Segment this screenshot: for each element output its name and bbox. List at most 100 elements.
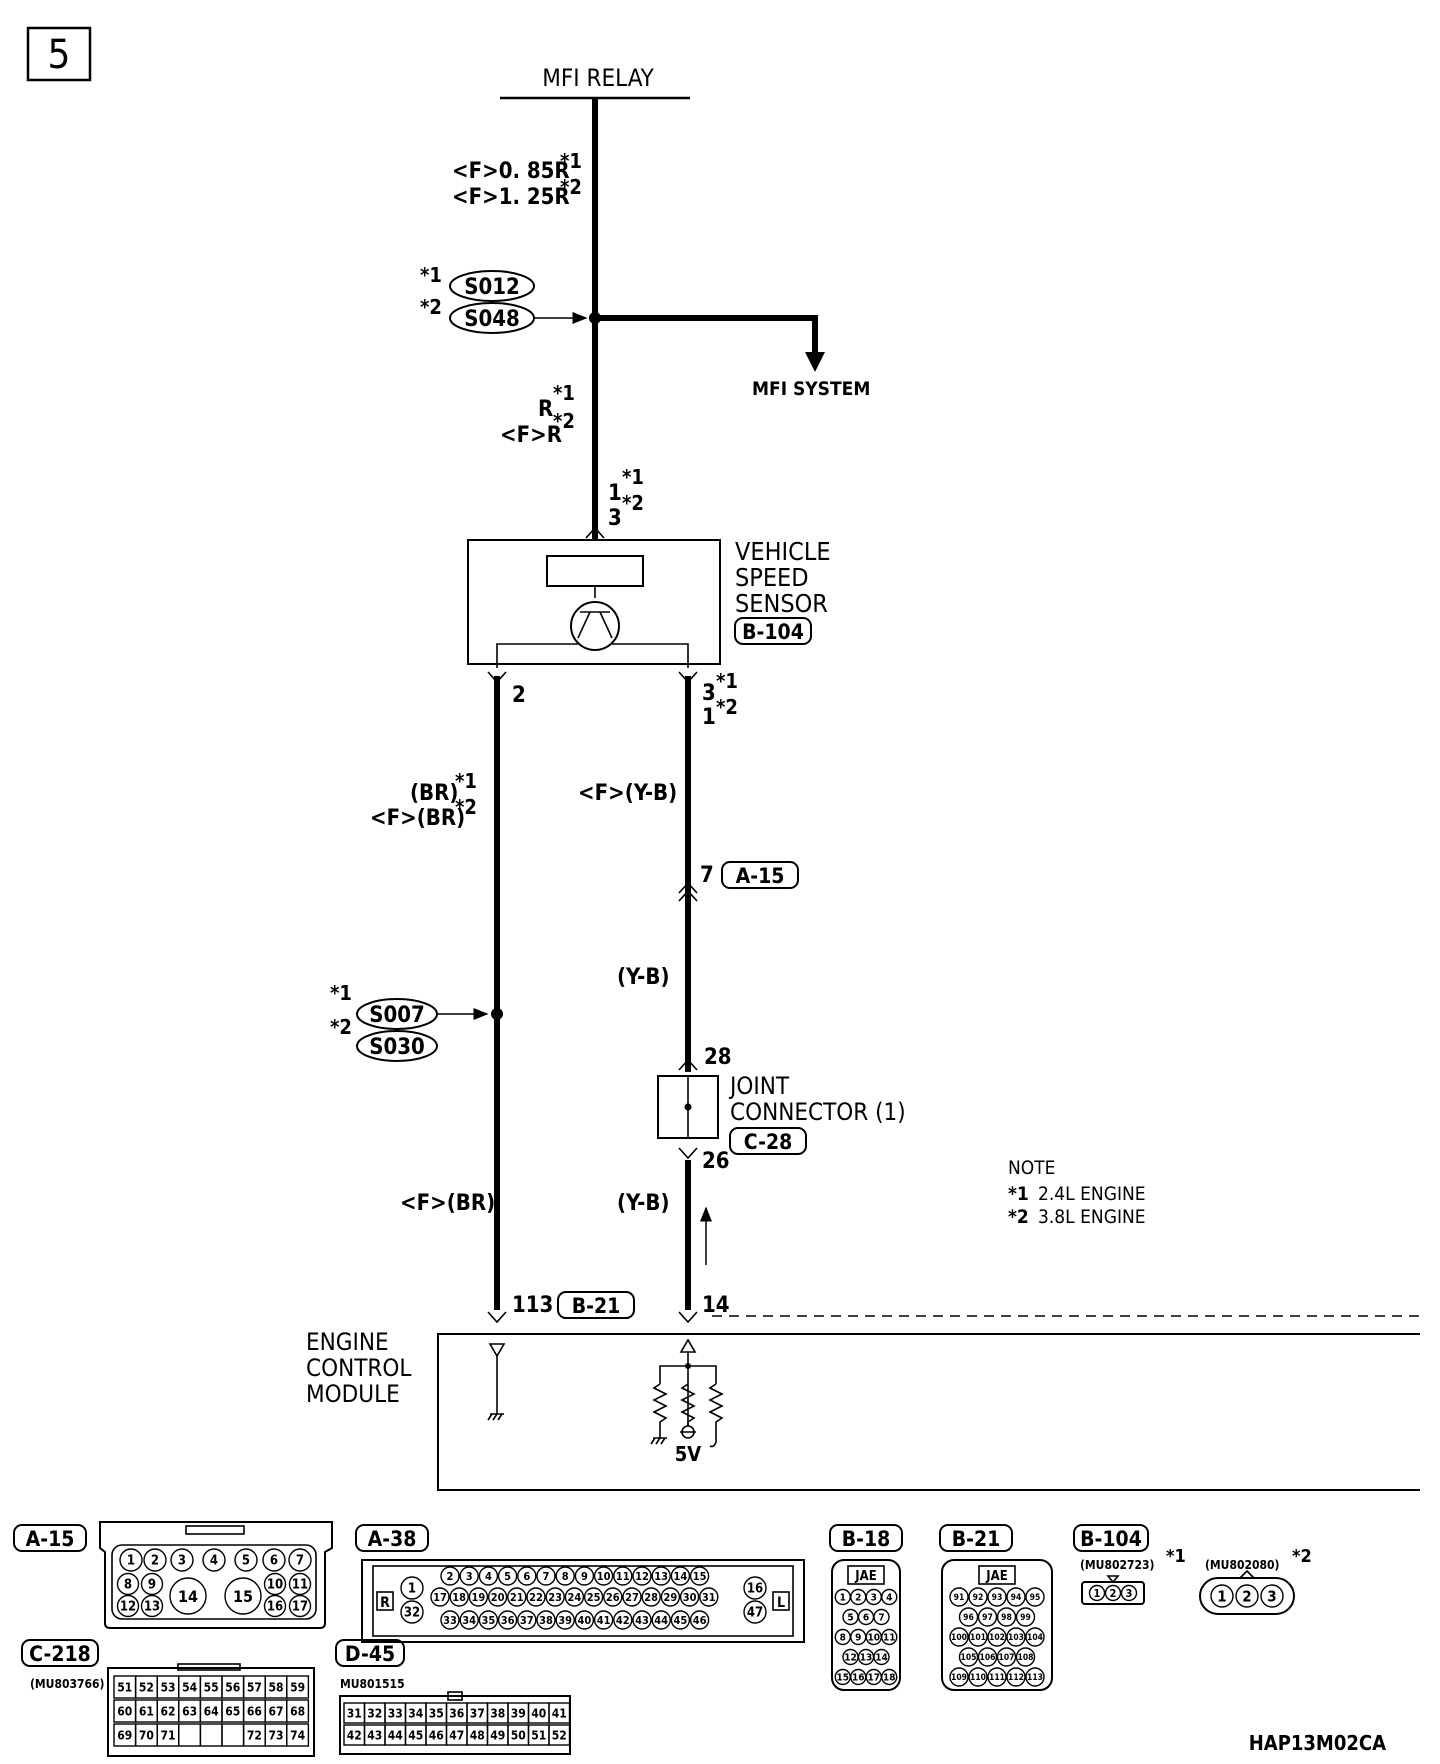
pin-circle — [987, 1667, 1007, 1687]
pin-circle — [169, 1577, 207, 1615]
a38-face-label: A-38 — [368, 1527, 417, 1551]
d45-part: MU801515 — [340, 1677, 405, 1691]
pin-number: 46 — [693, 1614, 707, 1627]
pin-number: 105 — [961, 1653, 977, 1663]
pin-number: 52 — [139, 1680, 154, 1694]
ecm-ground-icon — [487, 1413, 504, 1421]
pin-number: 18 — [883, 1673, 896, 1684]
pin-number: 55 — [204, 1680, 219, 1694]
pin-number: 68 — [290, 1704, 305, 1718]
pin-number: 40 — [578, 1614, 592, 1627]
sensor-wire-label-2: <F>R — [500, 423, 562, 448]
pin-number: 95 — [1030, 1593, 1041, 1603]
pin-number: 34 — [408, 1706, 424, 1720]
pin-circle — [116, 1594, 140, 1618]
ecm-pin-right: 14 — [702, 1293, 730, 1318]
ecm-left-pin-mark — [487, 1311, 507, 1324]
a15-face-label: A-15 — [26, 1527, 75, 1551]
sensor-wire-star-1: *1 — [553, 381, 575, 405]
pin-number: 107 — [999, 1653, 1015, 1663]
pin-circle — [881, 1588, 898, 1606]
wire-left-bottom-label: <F>(BR) — [400, 1191, 495, 1216]
pin-circle — [958, 1647, 979, 1667]
pin-circle — [143, 1548, 167, 1572]
pin-number: 42 — [616, 1614, 630, 1627]
pin-number: 100 — [951, 1633, 967, 1643]
pin-circle — [574, 1610, 595, 1630]
pin-circle — [1006, 1587, 1026, 1607]
pin-number: 37 — [520, 1614, 534, 1627]
splice-s048-label: S048 — [464, 307, 520, 332]
sensor-pin-top-star-2: *2 — [622, 491, 644, 515]
pin-number: 98 — [1001, 1613, 1012, 1623]
pin-number: 6 — [523, 1570, 530, 1583]
pin-number: 39 — [558, 1614, 572, 1627]
sensor-element — [546, 555, 644, 587]
pin-circle — [1015, 1607, 1036, 1627]
pin-number: 14 — [875, 1653, 888, 1664]
wire-left-top-star-1: *1 — [455, 769, 477, 793]
pin-number: 111 — [989, 1673, 1005, 1683]
sensor-pin-right-1: 3 — [702, 681, 716, 706]
resistor-center — [680, 1383, 696, 1426]
pin-number: 14 — [674, 1570, 688, 1583]
pin-number: 41 — [552, 1706, 567, 1720]
pin-number: 108 — [1018, 1653, 1034, 1663]
relay-wire-label-1: <F>0. 85R — [452, 159, 570, 184]
pin-circle — [555, 1610, 575, 1630]
pin-circle — [478, 1610, 499, 1630]
pin-number: 43 — [367, 1728, 382, 1742]
pin-number: 9 — [855, 1633, 861, 1644]
pin-circle — [881, 1628, 898, 1646]
pin-number: 41 — [597, 1614, 611, 1627]
splice-s030-label: S030 — [369, 1035, 425, 1060]
pin-number: 49 — [490, 1728, 505, 1742]
pin-number: 17 — [433, 1591, 447, 1604]
pin-circle — [651, 1610, 671, 1630]
pin-number: 45 — [674, 1614, 688, 1627]
wire-left-top-label-1: (BR) — [410, 781, 458, 806]
mfi-relay-label: MFI RELAY — [542, 64, 654, 92]
pin-circle — [632, 1610, 652, 1630]
pin-circle — [288, 1572, 312, 1596]
page-code: HAP13M02CA — [1249, 1731, 1386, 1755]
b21-face-label: B-21 — [952, 1527, 1001, 1551]
pin-cell — [286, 1699, 310, 1723]
a15-connector-label: A-15 — [736, 864, 785, 888]
joint-pin-bottom: 26 — [702, 1149, 730, 1174]
ecm-connector-box — [557, 1291, 635, 1319]
pin-number: 31 — [347, 1706, 362, 1720]
pin-cell — [548, 1702, 571, 1724]
pin-number: 9 — [148, 1578, 156, 1593]
pin-circle — [507, 1587, 527, 1607]
sensor-wire-label-1: R — [538, 397, 553, 422]
pin-number: 48 — [470, 1728, 485, 1742]
pin-cell — [178, 1723, 202, 1747]
ecm-pin-left: 113 — [512, 1293, 553, 1318]
a15-pin-mark-2 — [678, 889, 698, 902]
pin-circle — [430, 1587, 450, 1607]
pin-circle — [968, 1667, 988, 1687]
pin-number: 32 — [367, 1706, 382, 1720]
sensor-connector-label: B-104 — [742, 620, 804, 644]
pin-number: 57 — [247, 1680, 262, 1694]
pin-number: 5 — [242, 1554, 250, 1569]
wire-right-bottom-label: (Y-B) — [617, 1191, 670, 1216]
pin-number: 15 — [693, 1570, 707, 1583]
pin-circle — [400, 1600, 424, 1624]
pin-number: 15 — [836, 1673, 849, 1684]
pin-number: 6 — [270, 1554, 278, 1569]
ecm-right-input-triangle — [679, 1338, 697, 1353]
page-number: 5 — [48, 32, 71, 78]
pin-circle — [116, 1572, 140, 1596]
pin-circle — [689, 1566, 710, 1586]
pin-number: 26 — [606, 1591, 620, 1604]
